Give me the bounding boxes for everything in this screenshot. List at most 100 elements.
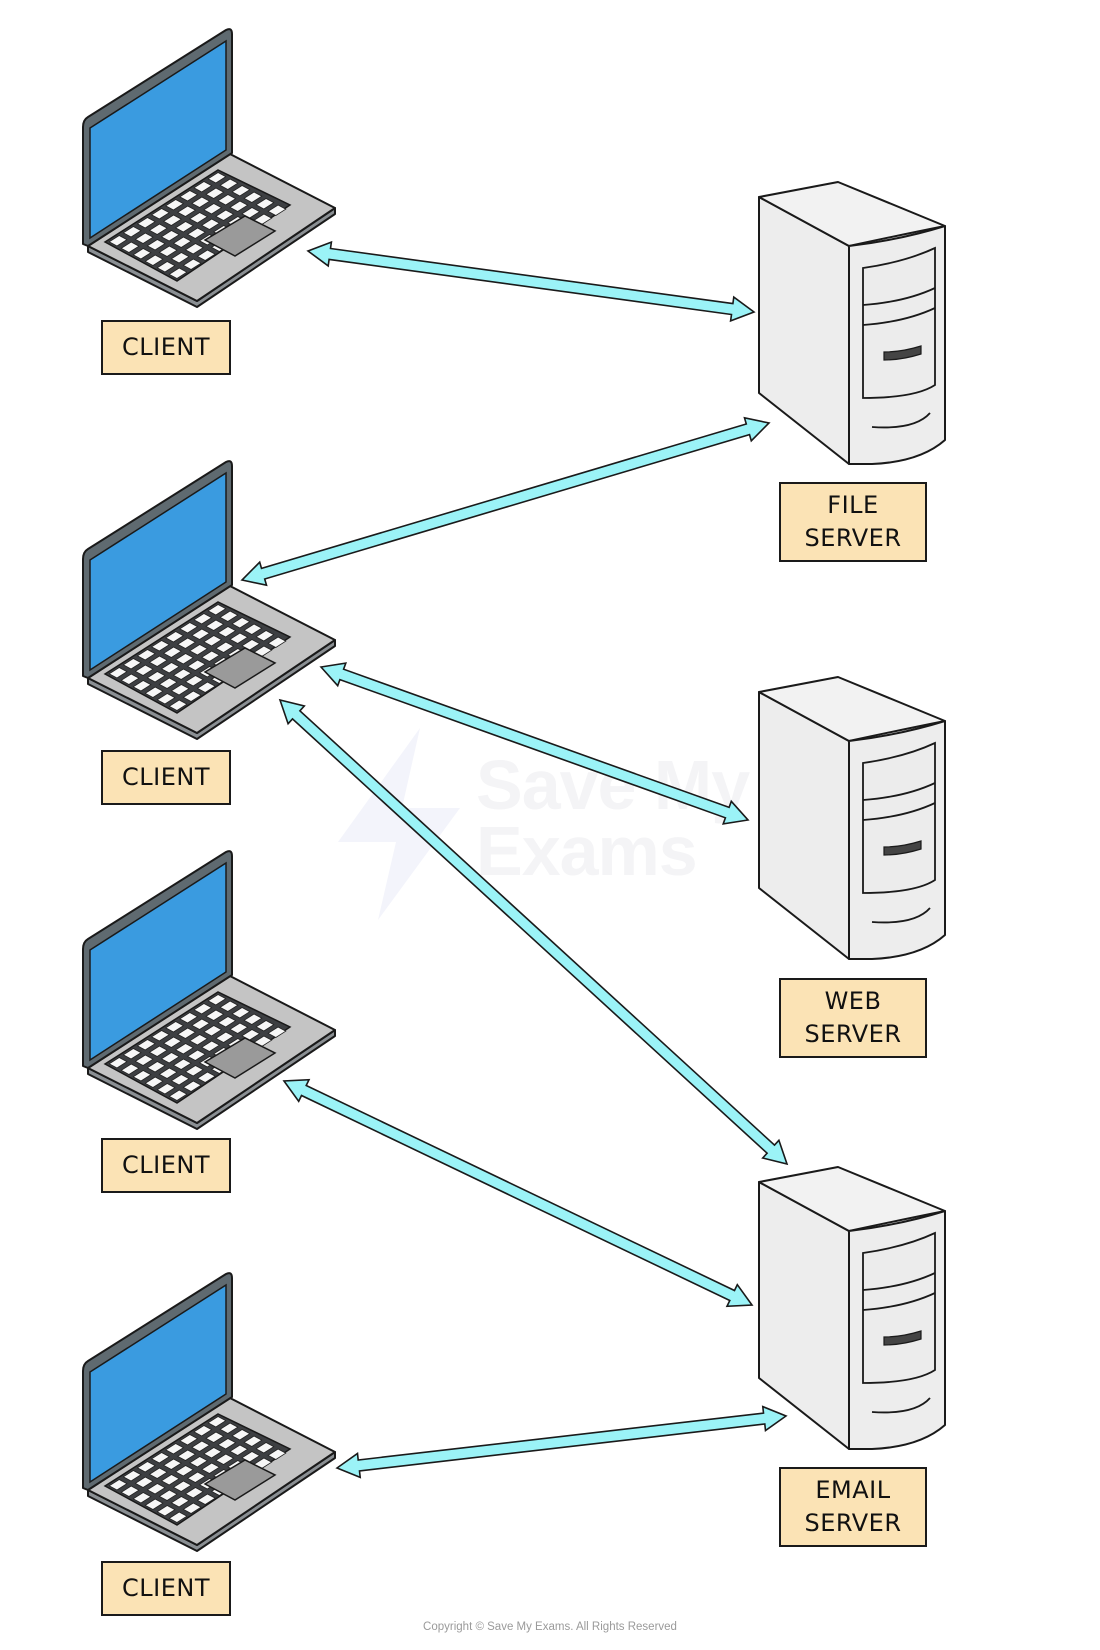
vent-line (871, 1397, 931, 1414)
bay-divider (862, 782, 936, 801)
key (164, 631, 185, 643)
key (162, 646, 183, 658)
client-label-text: CLIENT (122, 1151, 210, 1179)
key (134, 1476, 154, 1488)
key (200, 1462, 221, 1474)
key (162, 1036, 183, 1048)
touchpad (203, 1459, 277, 1501)
key (215, 209, 235, 221)
vent-line (871, 907, 931, 924)
clients-layer (82, 28, 336, 1552)
key (156, 1083, 176, 1095)
laptop-icon (82, 28, 336, 308)
keyboard (103, 169, 292, 282)
key (164, 199, 185, 211)
key (186, 1471, 207, 1483)
key (267, 1448, 287, 1460)
key (176, 1027, 197, 1039)
key (150, 640, 171, 652)
key (255, 198, 275, 210)
keyboard (103, 601, 292, 714)
key (215, 641, 235, 653)
key (243, 1435, 263, 1447)
key (255, 630, 275, 642)
key (186, 227, 207, 239)
key (160, 1052, 180, 1064)
key (186, 659, 207, 671)
server-label-line: WEB (824, 987, 882, 1015)
server-label-line: SERVER (804, 524, 902, 552)
key (193, 1425, 213, 1437)
key (200, 218, 221, 230)
key (108, 1057, 128, 1069)
key (156, 693, 176, 705)
key (255, 1442, 275, 1454)
key (168, 1511, 188, 1523)
key (160, 662, 180, 674)
key (108, 235, 128, 247)
bay-divider (862, 287, 936, 306)
key (267, 636, 287, 648)
key (255, 1020, 275, 1032)
key (217, 626, 237, 638)
drive-slot (883, 840, 922, 856)
client-label: CLIENT (101, 1561, 231, 1616)
key (196, 1071, 216, 1083)
key (219, 610, 239, 622)
drive-bay-panel (862, 246, 936, 399)
key (217, 1016, 237, 1028)
key (146, 1483, 166, 1495)
key (172, 1058, 192, 1070)
key (188, 644, 209, 656)
key (122, 658, 142, 670)
bay-divider (862, 1292, 936, 1311)
key (207, 604, 227, 616)
bay-divider (862, 1272, 936, 1291)
bidirectional-arrow-icon (306, 240, 756, 323)
key (158, 677, 178, 689)
client-label: CLIENT (101, 1138, 231, 1193)
key (150, 1030, 171, 1042)
drive-slot (883, 345, 922, 361)
key (170, 684, 190, 696)
key (196, 681, 216, 693)
drive-bay-panel (862, 741, 936, 894)
key (203, 635, 223, 647)
key (243, 623, 263, 635)
key (156, 261, 176, 273)
touchpad (203, 647, 277, 689)
bidirectional-arrow-icon (282, 1078, 754, 1308)
key (217, 1438, 237, 1450)
key (231, 617, 251, 629)
key (174, 1465, 195, 1477)
key (207, 172, 227, 184)
key (164, 1443, 185, 1455)
key (132, 1492, 152, 1504)
key (120, 241, 140, 253)
key (219, 178, 239, 190)
key (158, 245, 178, 257)
client-label: CLIENT (101, 320, 231, 375)
connections-layer (240, 240, 789, 1479)
key (205, 619, 225, 631)
key (184, 675, 204, 687)
bidirectional-arrow-icon (319, 662, 750, 825)
key (203, 1447, 223, 1459)
key (144, 1498, 164, 1510)
key (132, 680, 152, 692)
keyboard-keys (108, 604, 287, 711)
client-label-text: CLIENT (122, 763, 210, 791)
key (174, 1043, 195, 1055)
key (229, 200, 249, 212)
bidirectional-arrow-icon (240, 416, 771, 587)
key (205, 187, 225, 199)
key (219, 1422, 239, 1434)
vent-line (871, 412, 931, 429)
key (150, 208, 171, 220)
key (229, 632, 249, 644)
key (193, 1003, 213, 1015)
laptop-icon (82, 850, 336, 1130)
key (219, 1000, 239, 1012)
key (176, 637, 197, 649)
key (172, 668, 192, 680)
